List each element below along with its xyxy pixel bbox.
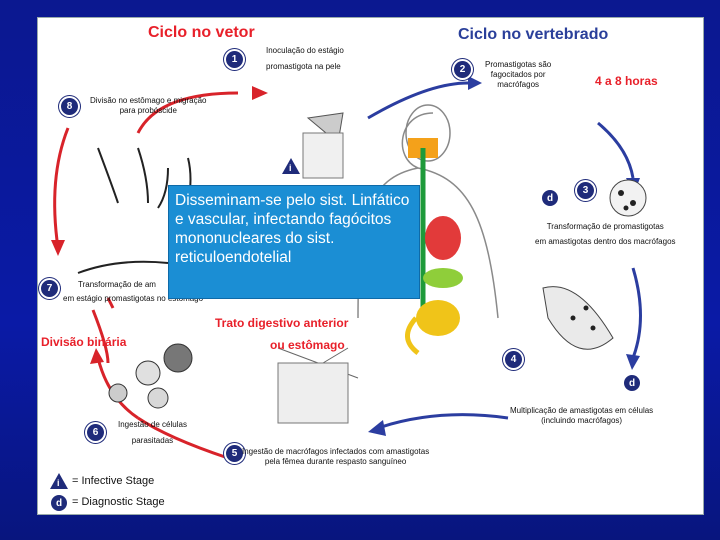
step-2-badge: 2 <box>454 61 471 78</box>
diagnostic-marker-4: d <box>624 375 640 391</box>
legend-infective-letter: i <box>57 478 60 488</box>
step-6-text: Ingestão de células parasitadas <box>118 420 187 445</box>
step-7-badge: 7 <box>41 280 58 297</box>
diagnostic-marker-3: d <box>542 190 558 206</box>
step-8-text: Divisão no estômago e migração para prob… <box>90 96 207 115</box>
binary-division-label: Divisão binária <box>41 335 127 349</box>
gut-label-line2: ou estômago <box>270 338 345 352</box>
legend-diagnostic-text: = Diagnostic Stage <box>72 496 165 508</box>
step-5-text: Ingestão de macrófagos infectados com am… <box>242 447 430 466</box>
step-1-text: Inoculação do estágio promastigota na pe… <box>266 46 344 71</box>
time-label: 4 a 8 horas <box>595 74 658 88</box>
step-4-text: Multiplicação de amastigotas em células … <box>510 406 654 425</box>
legend-infective-text: = Infective Stage <box>72 475 155 487</box>
step-8-badge: 8 <box>61 98 78 115</box>
step-7-text-line2: em estágio promastigotas no estômago <box>63 294 204 303</box>
legend-diagnostic-icon: d <box>51 495 67 511</box>
cycle-illustration <box>51 76 647 460</box>
vector-cycle-title: Ciclo no vetor <box>148 24 255 41</box>
step-3-text: Transformação de promastigotas em amasti… <box>535 222 676 246</box>
step-6-badge: 6 <box>87 424 104 441</box>
infective-marker-letter: i <box>289 163 292 173</box>
step-1-badge: 1 <box>226 51 243 68</box>
infective-stage-marker <box>282 158 300 174</box>
step-5-badge: 5 <box>226 445 243 462</box>
gut-label-line1: Trato digestivo anterior <box>215 316 349 330</box>
vertebrate-cycle-title: Ciclo no vertebrado <box>458 26 609 43</box>
step-4-badge: 4 <box>505 351 522 368</box>
dissemination-callout: Disseminam-se pelo sist. Linfático e vas… <box>168 185 420 299</box>
step-7-text-line1: Transformação de am <box>78 280 156 289</box>
legend-infective-icon <box>50 473 68 489</box>
step-2-text: Promastigotas são fagocitados por macróf… <box>485 60 552 89</box>
step-3-badge: 3 <box>577 182 594 199</box>
